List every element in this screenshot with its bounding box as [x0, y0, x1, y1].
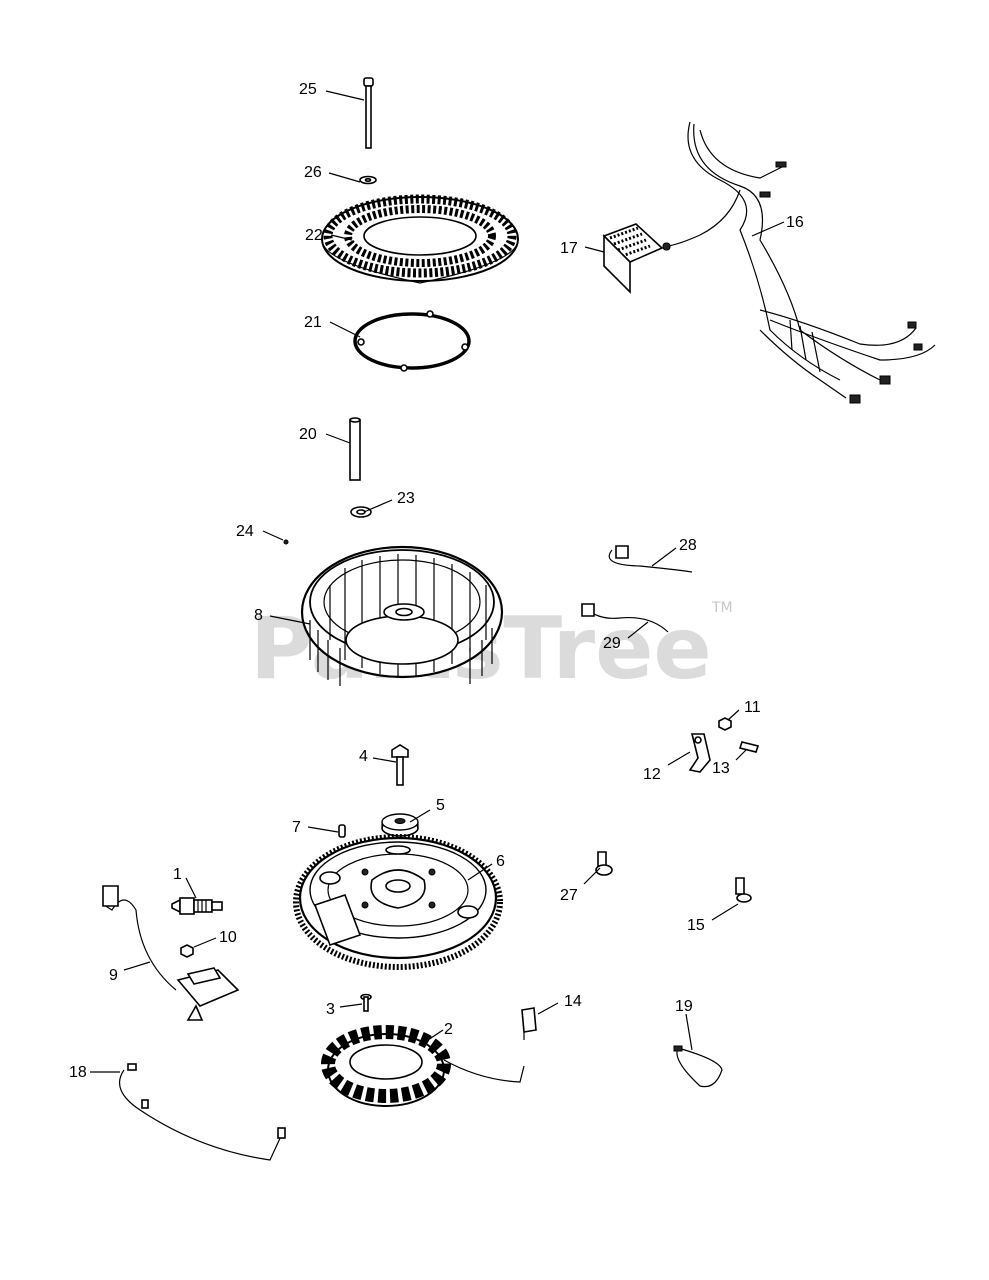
part-24-pin[interactable]	[283, 539, 289, 545]
part-3-screw[interactable]	[360, 993, 372, 1012]
callout-13: 13	[712, 760, 730, 777]
part-7-key[interactable]	[338, 824, 346, 838]
part-10-nut[interactable]	[180, 944, 194, 958]
callout-21: 21	[304, 314, 322, 331]
part-21-gasket[interactable]	[353, 310, 471, 372]
part-16-wire-harness[interactable]	[662, 121, 936, 404]
leader-lines	[90, 90, 785, 1073]
part-4-bolt[interactable]	[391, 744, 409, 786]
callout-10: 10	[219, 929, 237, 946]
callout-28: 28	[679, 537, 697, 554]
callout-11: 11	[744, 699, 761, 716]
callout-6: 6	[496, 853, 505, 870]
callout-27: 27	[560, 887, 578, 904]
callout-17: 17	[560, 240, 578, 257]
callout-24: 24	[236, 523, 254, 540]
part-25-bolt[interactable]	[363, 77, 374, 149]
part-13-screw[interactable]	[738, 741, 760, 753]
callout-25: 25	[299, 81, 317, 98]
callout-18: 18	[69, 1064, 87, 1081]
part-9-ignition-module[interactable]	[102, 885, 240, 1021]
part-15-clip[interactable]	[735, 877, 752, 903]
callout-3: 3	[326, 1001, 335, 1018]
part-29-sensor-lead[interactable]	[581, 603, 669, 633]
part-2-stator[interactable]	[321, 1025, 525, 1107]
part-27-clip[interactable]	[595, 851, 613, 876]
part-18-wire-lead[interactable]	[119, 1063, 286, 1161]
callout-16: 16	[786, 214, 804, 231]
callout-22: 22	[305, 227, 323, 244]
part-5-washer[interactable]	[381, 813, 419, 837]
part-14-bracket[interactable]	[521, 1007, 537, 1040]
callout-4: 4	[359, 748, 368, 765]
callout-29: 29	[603, 635, 621, 652]
part-11-nut[interactable]	[718, 717, 732, 731]
part-6-flywheel[interactable]	[293, 834, 503, 970]
part-28-sensor-lead[interactable]	[608, 545, 693, 573]
callout-5: 5	[436, 797, 445, 814]
callout-15: 15	[687, 917, 705, 934]
callout-26: 26	[304, 164, 322, 181]
callout-9: 9	[109, 967, 118, 984]
callout-1: 1	[173, 866, 182, 883]
part-19-wire-loop[interactable]	[673, 1045, 723, 1088]
callout-20: 20	[299, 426, 317, 443]
callout-14: 14	[564, 993, 582, 1010]
part-23-washer[interactable]	[350, 506, 372, 518]
callout-2: 2	[444, 1021, 453, 1038]
callout-23: 23	[397, 490, 415, 507]
part-1-spark-plug[interactable]	[171, 897, 223, 915]
watermark-trademark: TM	[711, 600, 733, 616]
callout-19: 19	[675, 998, 693, 1015]
callout-12: 12	[643, 766, 661, 783]
callout-8: 8	[254, 607, 263, 624]
callout-labels: 1 2 3 4 5 6 7 8 9 10 11 12 13 14 15 16 1…	[69, 81, 804, 1081]
callout-7: 7	[292, 819, 301, 836]
part-20-tube[interactable]	[349, 417, 361, 481]
part-17-rectifier[interactable]	[602, 223, 664, 294]
part-26-washer[interactable]	[359, 175, 377, 185]
part-22-screen[interactable]	[321, 194, 519, 284]
part-8-fan[interactable]	[300, 545, 504, 686]
part-12-bracket[interactable]	[688, 733, 711, 773]
